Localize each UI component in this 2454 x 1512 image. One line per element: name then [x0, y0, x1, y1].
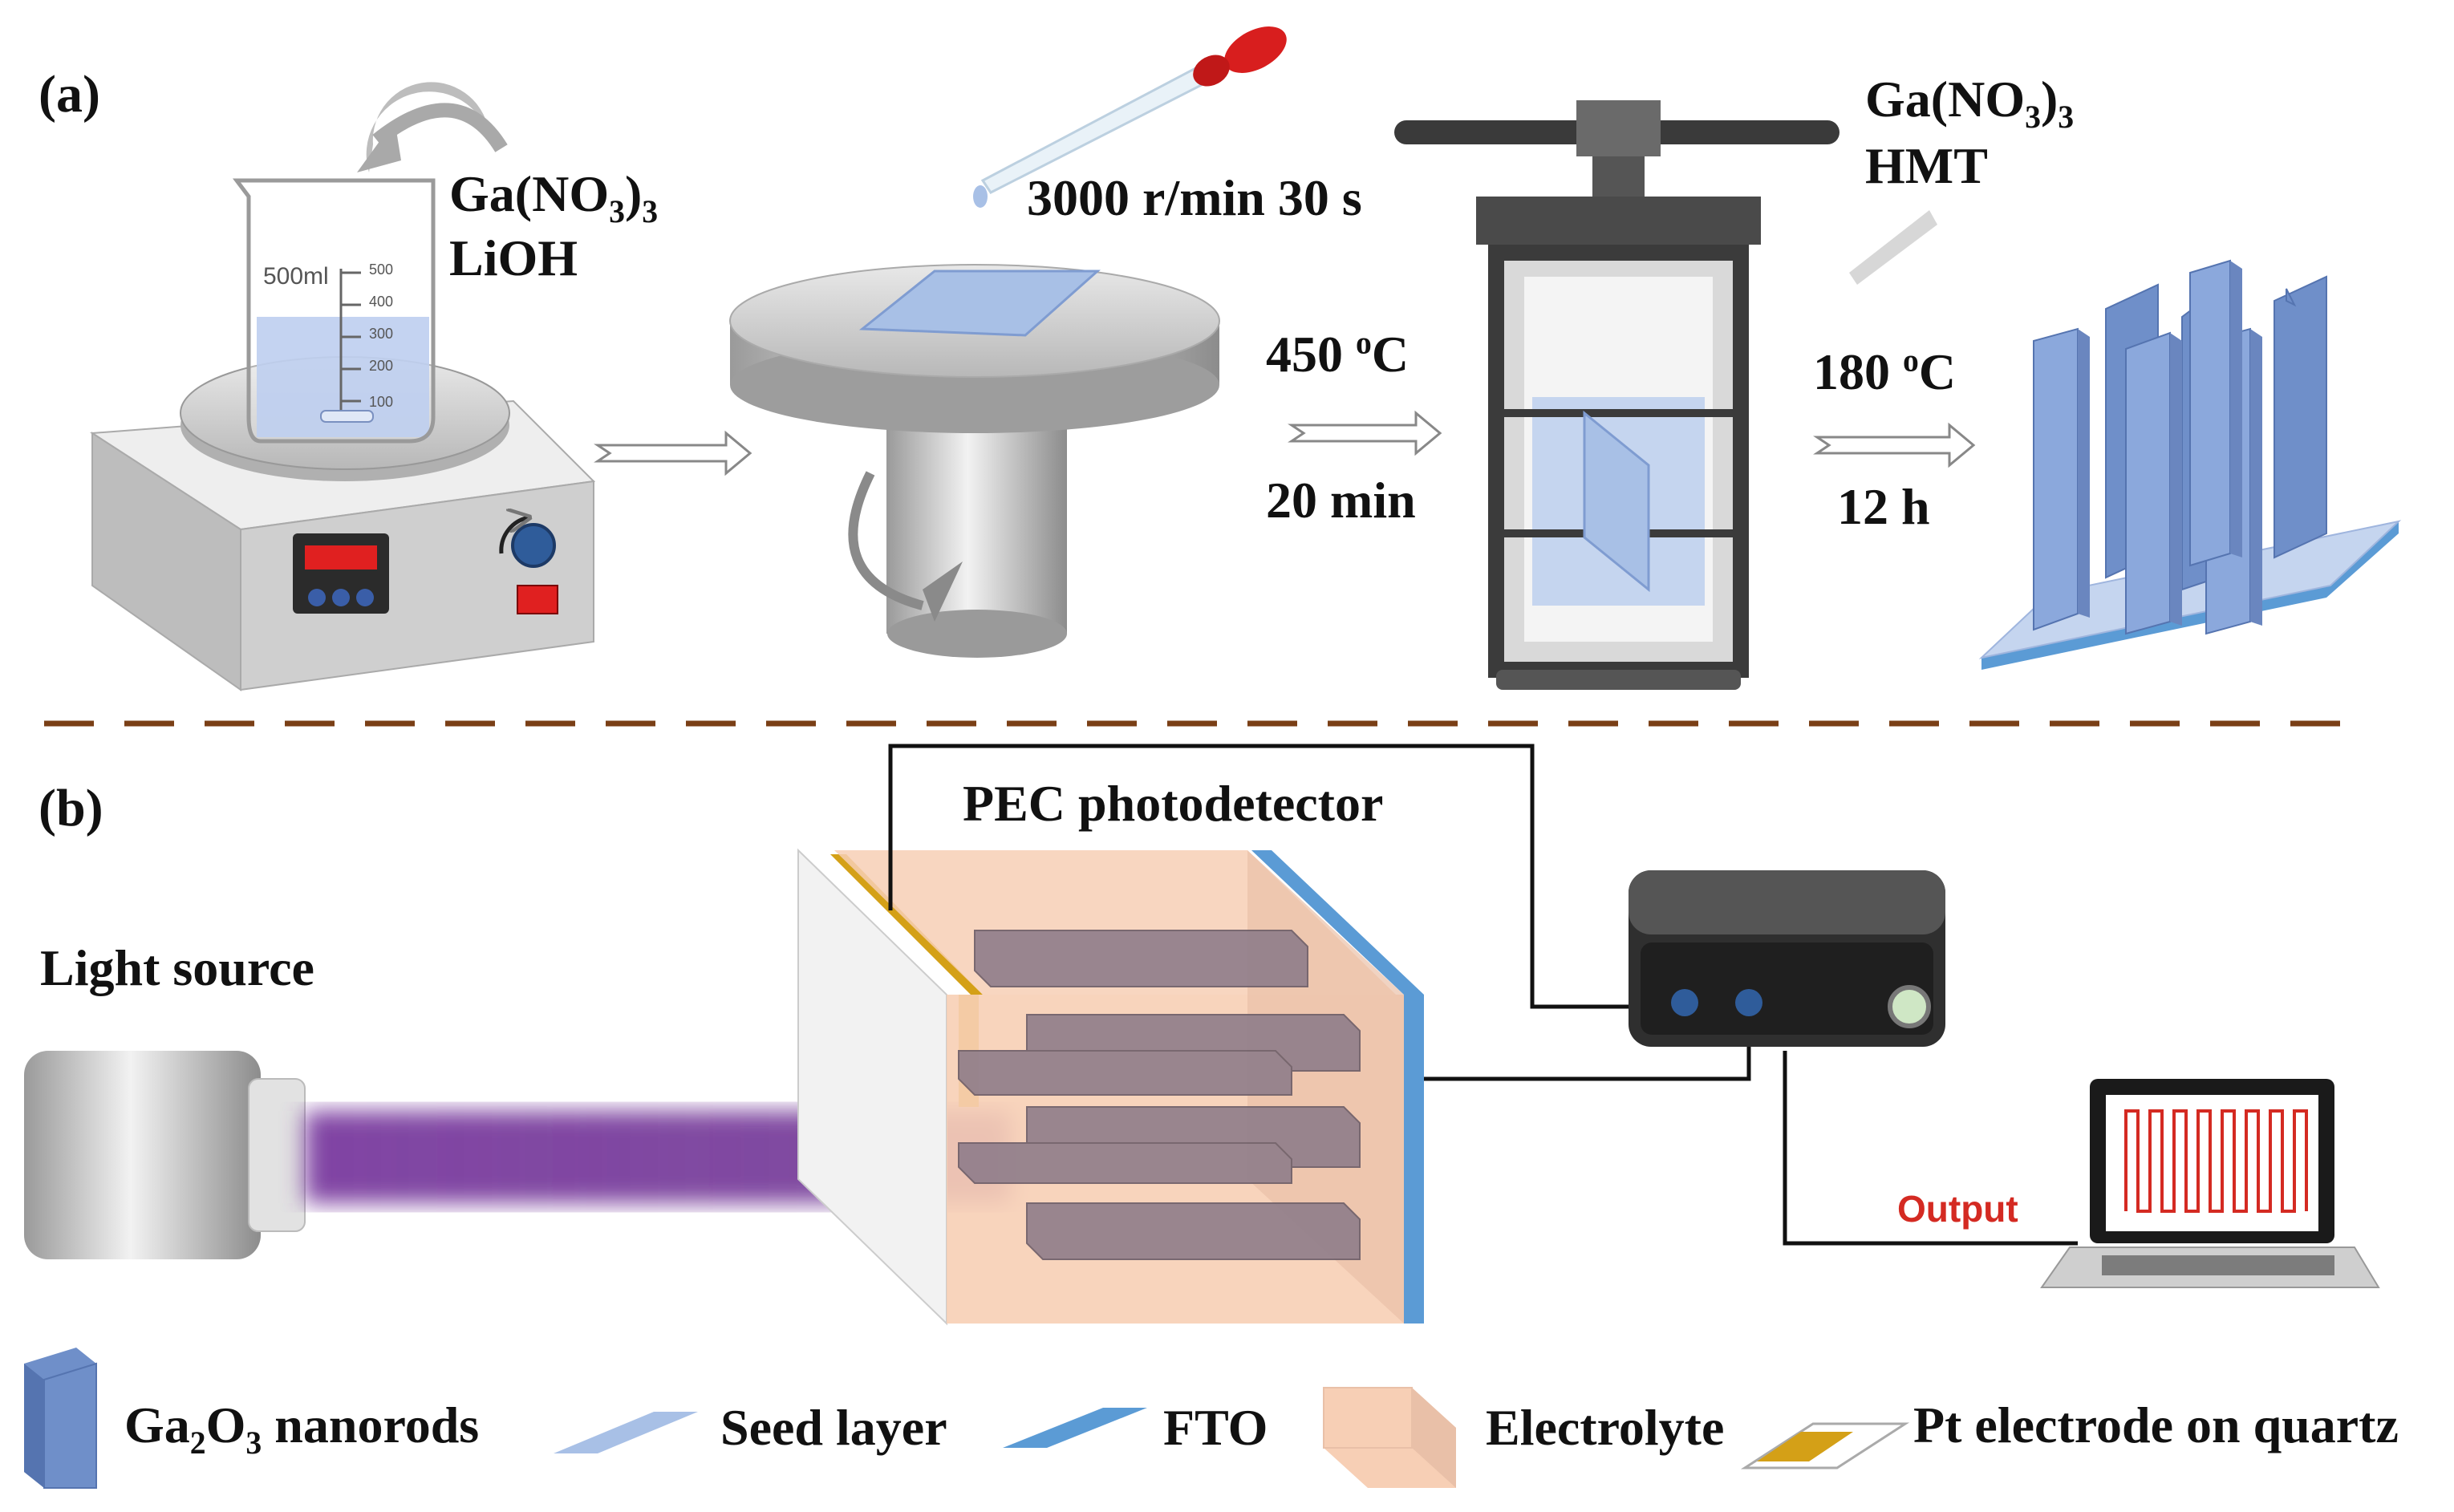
pec-photodetector-title: PEC photodetector: [963, 775, 1384, 832]
pec-cell: [797, 848, 1424, 1326]
panel-b-label: (b): [39, 779, 103, 837]
legend-label-seed: Seed layer: [720, 1399, 947, 1456]
legend-label-fto: FTO: [1163, 1399, 1268, 1456]
legend-swatch-fto: [1003, 1408, 1147, 1448]
electrochemical-workstation: [1629, 870, 1945, 1047]
hydrothermal-time: 12 h: [1837, 478, 1930, 535]
reagents-1-formula: Ga(NO3)3: [449, 165, 659, 229]
anneal-time: 20 min: [1266, 472, 1416, 529]
panel-a-label: (a): [39, 65, 100, 124]
legend-label-electrolyte: Electrolyte: [1486, 1399, 1725, 1456]
legend-label-pt: Pt electrode on quartz: [1913, 1396, 2399, 1453]
beaker-mark-300: 300: [369, 326, 394, 342]
light-source-lamp: [24, 1051, 306, 1259]
legend-swatch-electrolyte: [1323, 1387, 1456, 1488]
spin-coating-params: 3000 r/min 30 s: [1027, 169, 1362, 226]
reagents-2-formula: Ga(NO3)3: [1865, 71, 2075, 135]
beaker: [233, 82, 508, 444]
beaker-mark-200: 200: [369, 358, 394, 374]
legend-swatch-seed: [554, 1412, 698, 1453]
hydrothermal-temperature: 180 oC: [1813, 343, 1957, 400]
reagents-2-hmt: HMT: [1865, 137, 1988, 194]
light-source-label: Light source: [40, 939, 314, 996]
legend-label-nanorods: Ga2O3 nanorods: [124, 1396, 480, 1461]
process-arrow-3: [1813, 422, 1976, 468]
pipette: [973, 26, 1287, 208]
beaker-mark-400: 400: [369, 294, 394, 310]
beaker-mark-100: 100: [369, 394, 394, 410]
power-switch: [517, 585, 558, 614]
anneal-temperature: 450 oC: [1266, 325, 1410, 383]
output-label: Output: [1897, 1188, 2018, 1230]
output-signal-trace: [2124, 1109, 2308, 1213]
nanorod-array: [1978, 259, 2402, 670]
legend-swatch-nanorods: [24, 1348, 97, 1489]
legend-swatch-pt: [1740, 1422, 1910, 1469]
process-arrow-1: [594, 430, 752, 476]
spin-coater: [729, 264, 1220, 658]
beaker-volume-label: 500ml: [263, 263, 329, 290]
beaker-mark-500: 500: [369, 261, 394, 278]
dial-knob: [511, 523, 556, 568]
reagents-1-lioh: LiOH: [449, 229, 578, 286]
laptop: [2040, 1079, 2380, 1288]
process-arrow-2: [1288, 410, 1442, 456]
autoclave: [1394, 100, 1937, 690]
legend-swatches: [24, 1348, 1910, 1489]
